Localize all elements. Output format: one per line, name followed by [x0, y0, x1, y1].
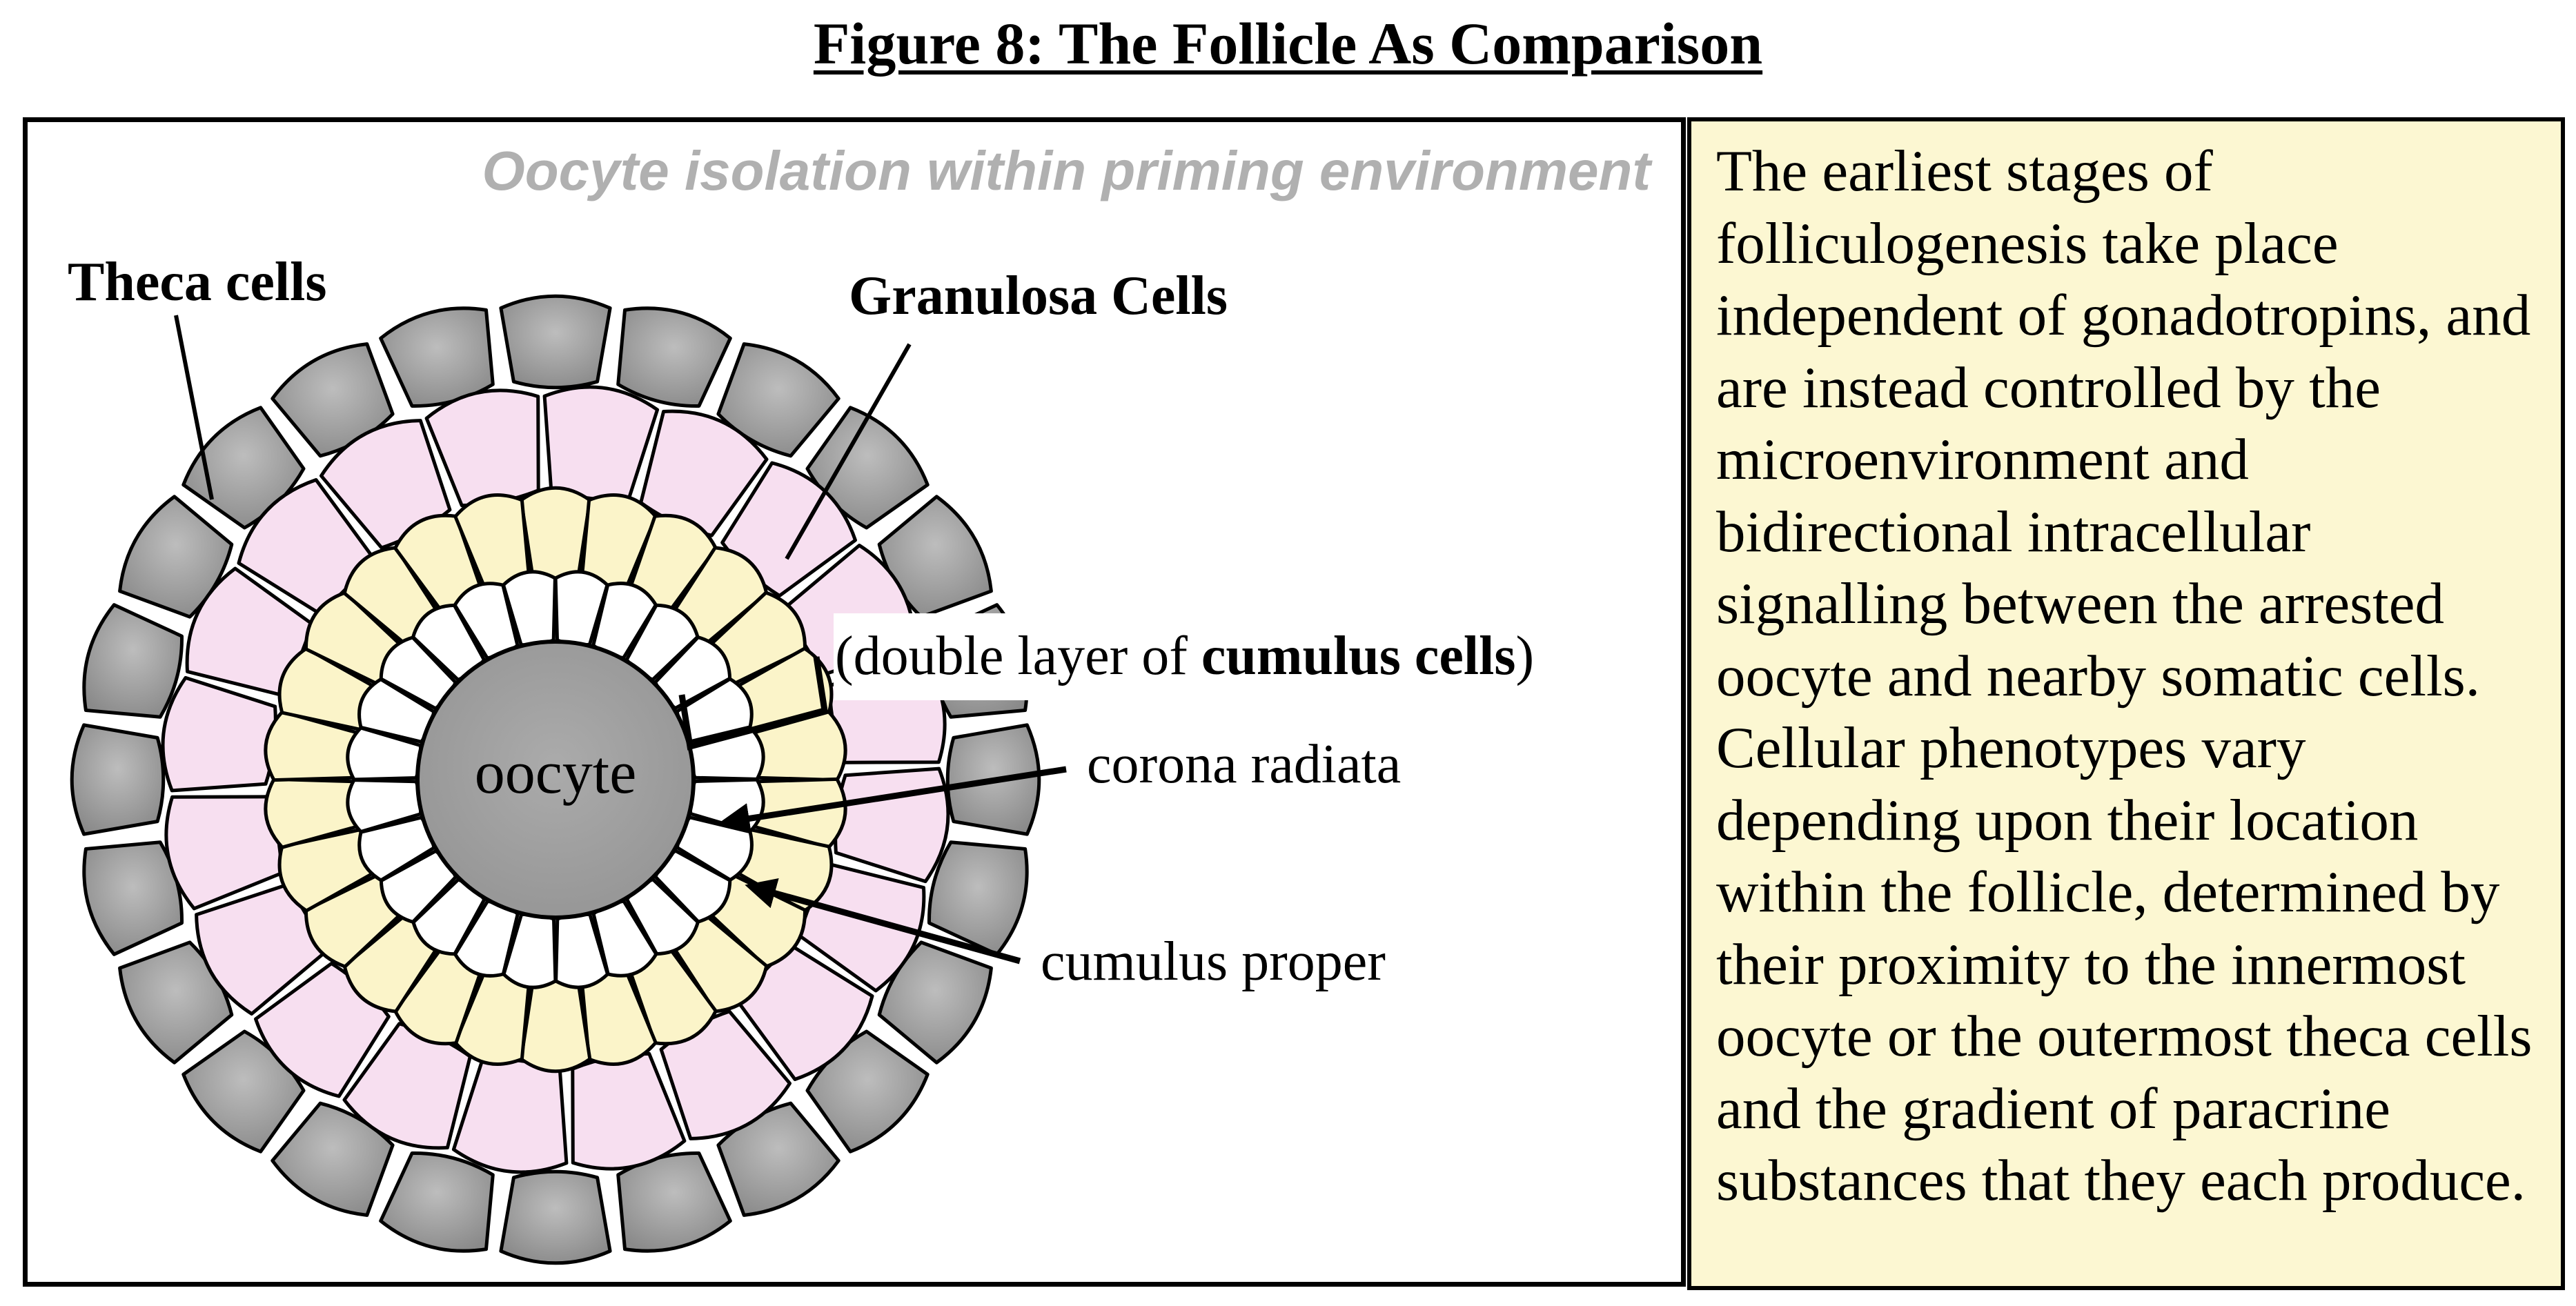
- granulosa-cells-label: Granulosa Cells: [849, 266, 1228, 326]
- granulosa-cells-pointer: [785, 343, 912, 560]
- diagram-subtitle: Oocyte isolation within priming environm…: [482, 140, 1653, 201]
- cumulus-note-label: (double layer of cumulus cells): [835, 626, 1534, 686]
- cumulus-note-prefix: (double layer of: [835, 626, 1201, 686]
- cumulus-note-background: [834, 613, 1631, 700]
- follicle: oocyte: [70, 294, 1041, 1265]
- theca-cell: [616, 1151, 732, 1253]
- theca-cell: [379, 1151, 495, 1253]
- granulosa-cell: [834, 766, 950, 884]
- theca-cell: [616, 306, 732, 408]
- follicle-diagram: Oocyte isolation within priming environm…: [68, 140, 1653, 1265]
- theca-cells-pointer: [174, 315, 214, 500]
- theca-cell: [499, 1169, 612, 1265]
- cumulus-note-bold: cumulus cells: [1201, 626, 1516, 686]
- theca-cells-label: Theca cells: [68, 252, 326, 313]
- theca-cell: [82, 603, 184, 719]
- cumulus-proper-label: cumulus proper: [1041, 931, 1386, 992]
- caption-text: The earliest stages of folliculogenesis …: [1716, 139, 2533, 1213]
- cumulus-note-suffix: ): [1516, 626, 1535, 686]
- cumulus-proper-layer: [264, 486, 847, 1074]
- theca-cell: [70, 723, 166, 836]
- theca-cell: [82, 840, 184, 956]
- granulosa-cell: [161, 675, 277, 793]
- corona-radiata-arrow: [718, 766, 1067, 834]
- cumulus-proper-cell: [519, 486, 592, 584]
- oocyte-label: oocyte: [475, 740, 637, 807]
- caption-panel: The earliest stages of folliculogenesis …: [1687, 117, 2565, 1290]
- theca-cell: [499, 294, 612, 390]
- figure-title: Figure 8: The Follicle As Comparison: [813, 10, 1763, 77]
- cumulus-proper-cell: [519, 975, 592, 1074]
- oocyte: [415, 640, 696, 920]
- granulosa-cell: [542, 385, 660, 502]
- corona-radiata-label: corona radiata: [1087, 734, 1401, 795]
- granulosa-cell: [451, 1058, 569, 1174]
- theca-cell: [379, 306, 495, 408]
- cumulus-bracket: [678, 656, 829, 751]
- diagram-panel: Oocyte isolation within priming environm…: [23, 117, 1686, 1287]
- cumulus-proper-arrow: [745, 878, 1021, 964]
